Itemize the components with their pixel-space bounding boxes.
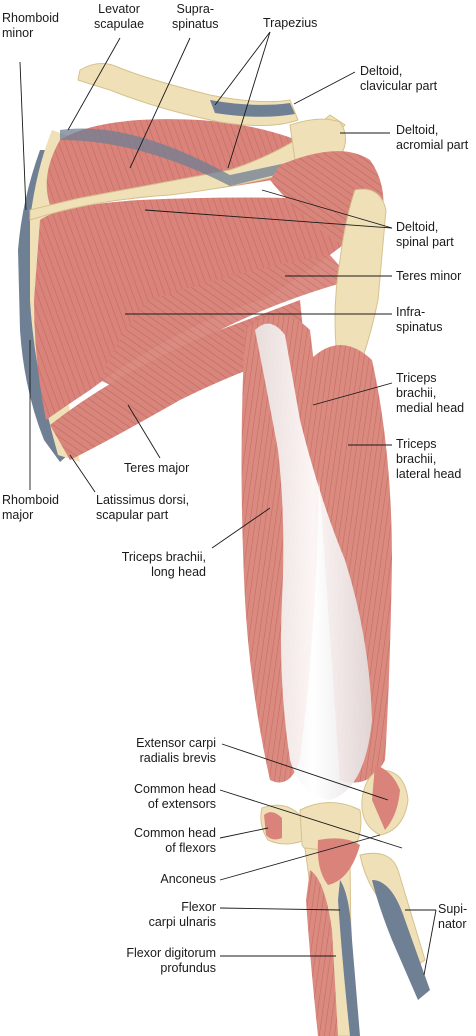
flexor-carpi-ulnaris-muscle bbox=[306, 870, 338, 1036]
label-triceps-long: Triceps brachii,long head bbox=[121, 550, 206, 579]
leader-deltoid-spinal-2 bbox=[261, 189, 393, 229]
leader-triceps-medial bbox=[312, 382, 393, 406]
label-deltoid-clavicular: Deltoid,clavicular part bbox=[360, 64, 438, 93]
leader-trapezius-1 bbox=[214, 31, 271, 106]
label-teres-minor: Teres minor bbox=[396, 269, 462, 283]
label-anconeus: Anconeus bbox=[160, 872, 216, 886]
label-deltoid-spinal: Deltoid,spinal part bbox=[396, 220, 454, 249]
label-latissimus: Latissimus dorsi,scapular part bbox=[96, 493, 190, 522]
leader-latissimus bbox=[69, 454, 96, 493]
extensor-carpi-radialis-brevis-muscle bbox=[372, 765, 400, 830]
label-deltoid-acromial: Deltoid,acromial part bbox=[396, 123, 469, 152]
leader-deltoid-clavicular bbox=[293, 71, 356, 105]
leader-trapezius-2 bbox=[227, 31, 271, 169]
triceps-tendon bbox=[255, 323, 372, 800]
leader-anconeus bbox=[219, 834, 381, 881]
leader-common-flexors bbox=[219, 827, 269, 839]
ulna-cartilage bbox=[338, 880, 360, 1036]
supinator-muscle bbox=[372, 880, 430, 1000]
label-trapezius: Trapezius bbox=[263, 16, 318, 30]
leader-rhomboid-minor bbox=[19, 61, 27, 211]
leader-levator-scapulae bbox=[67, 37, 121, 131]
flexor-common-head bbox=[264, 812, 282, 840]
leader-supinator bbox=[423, 909, 437, 976]
label-infraspinatus: Infra-spinatus bbox=[396, 305, 443, 334]
teres-major-muscle bbox=[50, 300, 305, 460]
leader-fcu bbox=[219, 907, 341, 911]
leader-ecrb bbox=[221, 743, 389, 801]
leader-triceps-long bbox=[211, 507, 271, 549]
clavicle-cartilage bbox=[210, 100, 295, 117]
leader-teres-major bbox=[127, 404, 161, 459]
label-supinator: Supi-nator bbox=[438, 902, 468, 931]
triceps-lateral-head-muscle bbox=[310, 345, 392, 783]
leader-common-extensors bbox=[219, 789, 403, 849]
label-supraspinatus: Supra-spinatus bbox=[172, 2, 219, 31]
leader-supraspinatus bbox=[129, 37, 191, 169]
label-teres-major: Teres major bbox=[124, 461, 190, 475]
leader-deltoid-spinal-1 bbox=[144, 209, 393, 229]
acromion-cartilage bbox=[60, 128, 300, 186]
